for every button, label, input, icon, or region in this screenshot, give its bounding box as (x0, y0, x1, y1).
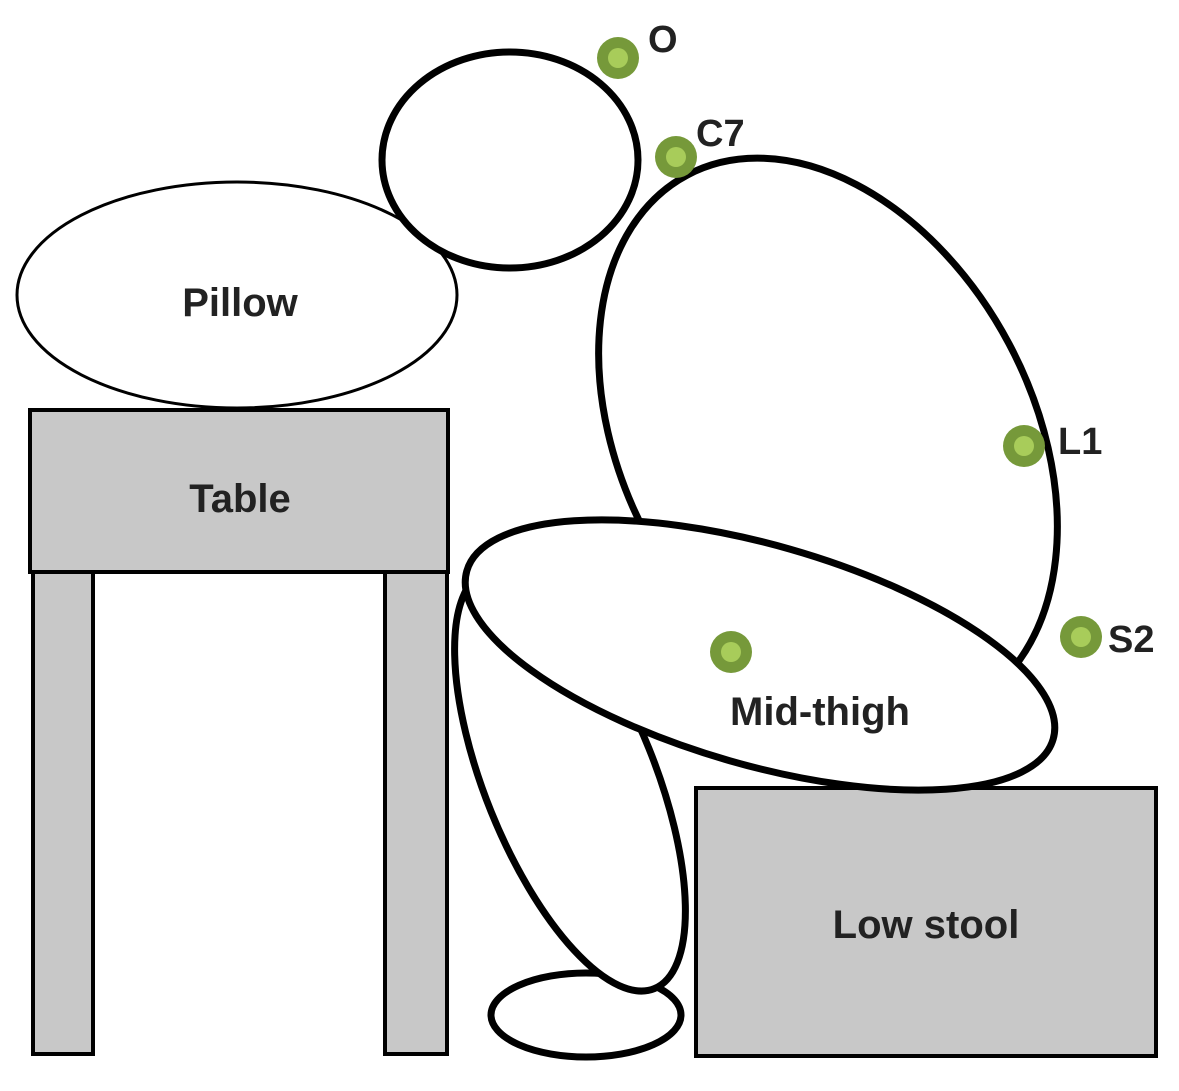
marker-c7-core (666, 147, 686, 167)
marker-s2: S2 (1060, 616, 1154, 661)
table-leg-left (31, 568, 95, 1056)
foot (487, 969, 685, 1061)
marker-s2-core (1071, 627, 1091, 647)
marker-mid-thigh-core (721, 642, 741, 662)
head (378, 48, 642, 272)
pillow-label: Pillow (182, 281, 298, 325)
table-top (28, 408, 450, 574)
table: Table (28, 408, 450, 1056)
marker-s2-label: S2 (1108, 619, 1154, 661)
low-stool: Low stool (694, 786, 1158, 1058)
marker-mid-thigh-label: Mid-thigh (730, 690, 910, 734)
marker-c7: C7 (655, 113, 745, 178)
marker-l1-label: L1 (1058, 421, 1102, 463)
thigh (461, 516, 1059, 794)
marker-occiput-label: O (648, 19, 678, 61)
pillow-shape (15, 180, 459, 410)
marker-l1: L1 (1003, 421, 1102, 467)
marker-c7-label: C7 (696, 113, 745, 155)
table-leg-right (383, 568, 449, 1056)
pillow: Pillow (15, 180, 459, 410)
table-label: Table (189, 477, 291, 521)
seated-figure (378, 48, 1061, 1061)
marker-occiput: O (597, 19, 678, 79)
marker-l1-core (1014, 436, 1034, 456)
marker-occiput-core (608, 48, 628, 68)
marker-mid-thigh: Mid-thigh (710, 631, 910, 734)
stool-label: Low stool (833, 903, 1020, 947)
